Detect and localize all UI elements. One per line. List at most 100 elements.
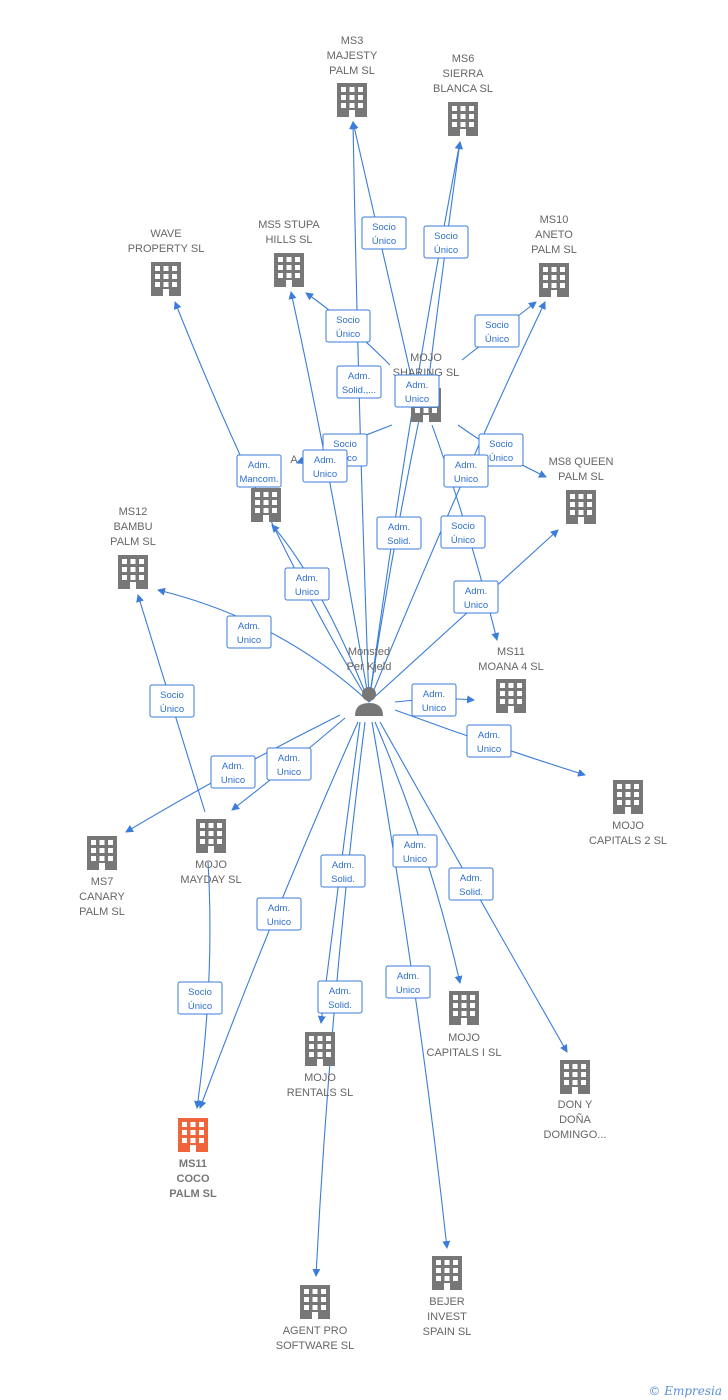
company-label: BEJER [429,1296,465,1308]
company-node-capitals2[interactable]: MOJO CAPITALS 2 SL [589,780,667,847]
edge-label-text: Adm. [397,971,419,982]
edge-label-e_hidden_adm2[interactable]: Adm.Unico [284,567,330,601]
edge-label-e_capitals1_adm[interactable]: Adm.Unico [392,834,438,868]
edge-label-text: Mancom. [239,474,278,485]
edge-label-text: Unico [405,394,429,405]
edge-label-e_hidden_adm[interactable]: Adm.Unico [302,449,348,483]
edge-label-e_ms12_adm[interactable]: Adm. Unico [226,615,272,649]
company-label: PALM SL [110,536,156,548]
edge-label-e_ms3_solid[interactable]: Adm.Solid.,... [336,365,382,399]
edge-label-text: Único [485,334,509,345]
edge-label-box [320,854,366,888]
empresia-watermark[interactable]: © Empresia [648,1384,722,1398]
company-label: MS11 [497,646,525,658]
company-label: ANETO [535,229,573,241]
company-label: MOJO [448,1032,480,1044]
edge-label-e_ms10_adm[interactable]: Adm.Unico [443,454,489,488]
edge-label-box [317,980,363,1014]
edge-label-text: Único [336,329,360,340]
edge-label-e_rentals_solid[interactable]: Adm.Solid. [320,854,366,888]
edge-line [427,141,463,386]
building-icon [566,490,596,524]
edge-label-text: Único [434,245,458,256]
company-label: PALM SL [531,244,577,256]
edge-label-e_mayday_adm[interactable]: Adm.Unico [266,747,312,781]
edge-label-text: Adm. [248,460,270,471]
company-label: PALM SL [79,906,125,918]
edge-label-text: Socio [485,320,509,331]
edge-label-text: Unico [396,985,420,996]
edge-label-box [392,834,438,868]
edge-label-e_ms7_adm[interactable]: Adm.Unico [210,755,256,789]
edge-line [288,291,370,703]
edge-label-e_moana_adm[interactable]: Adm.Unico [411,683,457,717]
edge-line [349,121,370,703]
building-icon [539,263,569,297]
company-node-donydona[interactable]: DON YDOÑADOMINGO... [544,1060,607,1141]
company-label: BAMBU [113,521,152,533]
edge-label-text: Socio [160,690,184,701]
edge-label-e_ms8_adm[interactable]: Adm.Unico [453,580,499,614]
edge-label-e_coco_adm[interactable]: Adm.Unico [256,897,302,931]
company-label: HILLS SL [265,234,312,246]
edge-label-box [466,724,512,758]
edge-label-e_wave_mancom[interactable]: Adm. Mancom. [236,454,282,488]
company-label: PROPERTY SL [128,243,205,255]
edge-label-e_mojo_solid[interactable]: Adm.Solid. [376,516,422,550]
building-icon [118,555,148,589]
company-label: MS10 [540,214,569,226]
edge-label-text: Adm. [222,761,244,772]
company-node-ms5[interactable]: MS5 STUPA HILLS SL [258,219,320,287]
edge-label-text: Único [489,453,513,464]
company-label: INVEST [427,1311,467,1323]
edge-label-text: Solid. [387,536,411,547]
edge-label-text: Solid.,... [342,385,376,396]
edge-label-text: Adm. [329,986,351,997]
edge-label-e_agent_solid[interactable]: Adm.Solid. [317,980,363,1014]
building-icon [449,991,479,1025]
company-label: BLANCA SL [433,83,493,95]
company-node-hidden[interactable]: A [251,454,298,522]
company-label: MS7 [91,876,114,888]
person-label: Monsted [348,646,390,658]
edge-label-e_mojo_adm[interactable]: Adm. Unico [394,374,440,408]
edge-label-e_capitals2_adm[interactable]: Adm.Unico [466,724,512,758]
edge-label-e_bejer_adm[interactable]: Adm. Unico [385,965,431,999]
edge-label-text: Unico [237,635,261,646]
edge-label-text: Adm. [238,621,260,632]
company-label: CAPITALS 2 SL [589,835,667,847]
building-icon [432,1256,462,1290]
edge-label-text: Unico [454,474,478,485]
edge-label-e_dony_solid[interactable]: Adm.Solid. [448,867,494,901]
company-label: MOJO [195,859,227,871]
edge-label-text: Adm. [406,380,428,391]
company-label: MS5 STUPA [258,219,320,231]
building-icon [178,1118,208,1152]
company-label: MOJO [612,820,644,832]
building-icon [274,253,304,287]
